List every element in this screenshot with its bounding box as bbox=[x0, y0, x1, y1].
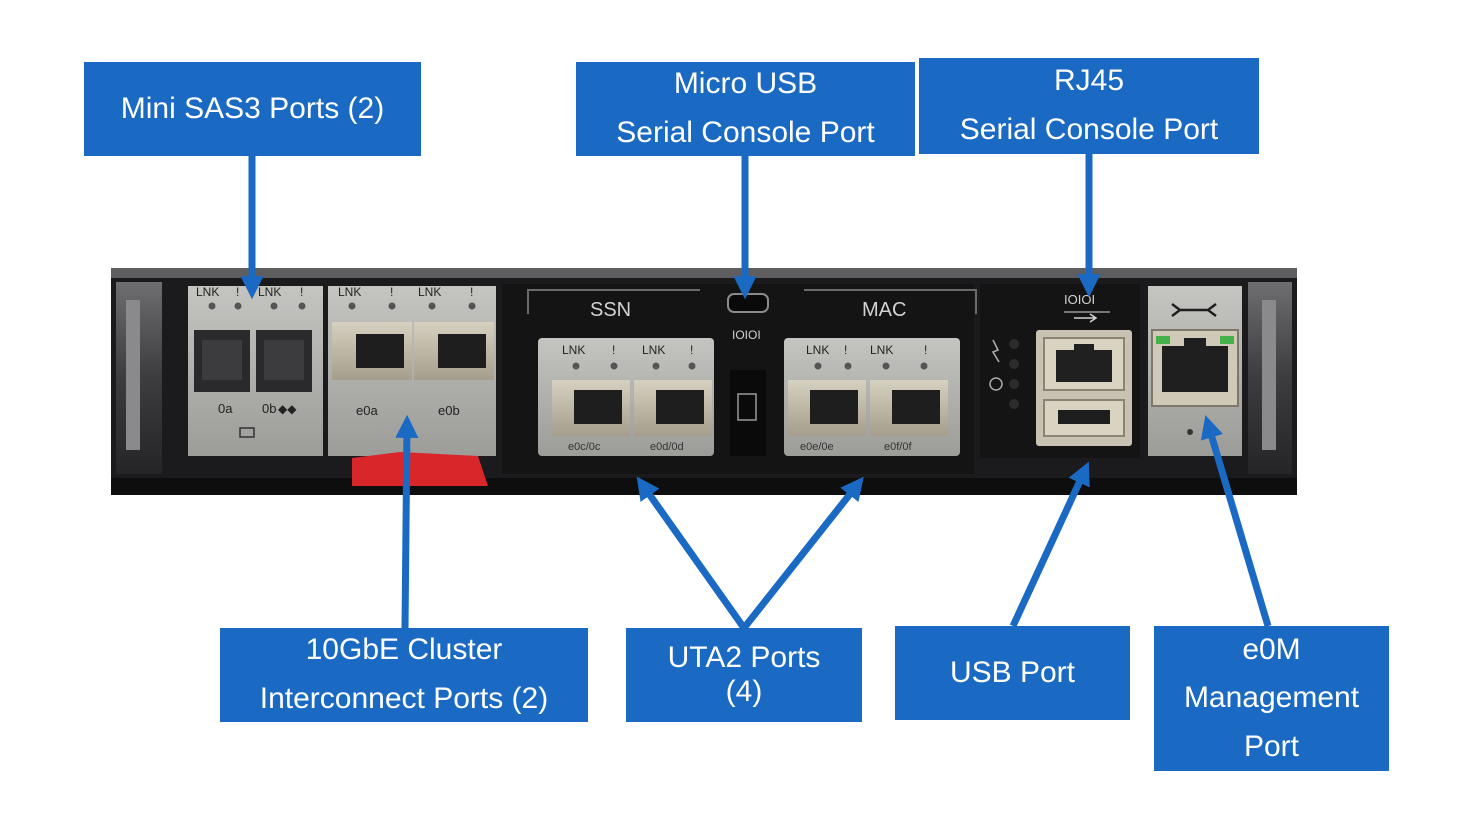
callout-line: UTA2 Ports bbox=[667, 640, 821, 674]
uta2-section: SSN MAC IOIOI LNK ! LNK ! e0c/0c e0d/0d … bbox=[502, 284, 977, 474]
uta-left-lnk-label-2: LNK bbox=[642, 343, 665, 357]
led-icon bbox=[814, 362, 822, 370]
console-usb-section: IOIOI bbox=[980, 284, 1140, 458]
cluster-lnk-label-2: LNK bbox=[418, 285, 441, 299]
callout-line: RJ45 bbox=[1053, 64, 1125, 98]
usb-symbol-icon bbox=[1074, 313, 1098, 323]
release-latch[interactable] bbox=[352, 452, 488, 486]
uta-port-label-e0d: e0d/0d bbox=[650, 441, 684, 453]
callout-line: Mini SAS3 Ports (2) bbox=[120, 91, 385, 125]
cluster-fault-label-1: ! bbox=[390, 285, 393, 299]
led-icon bbox=[572, 362, 580, 370]
wrench-icon bbox=[1171, 303, 1217, 317]
uta-right-fault-label-1: ! bbox=[844, 343, 847, 357]
cluster-lnk-label-1: LNK bbox=[338, 285, 361, 299]
led-icon bbox=[208, 302, 216, 310]
uta-right-fault-label-2: ! bbox=[924, 343, 927, 357]
callout-line: Port bbox=[1243, 729, 1300, 763]
callout-line: USB Port bbox=[949, 655, 1076, 689]
led-icon bbox=[652, 362, 660, 370]
callout-line: 10GbE Cluster bbox=[305, 633, 503, 667]
callout-mini-sas3-ports: Mini SAS3 Ports (2) bbox=[84, 62, 421, 156]
arrow-uta2-left bbox=[636, 476, 747, 631]
led-icon bbox=[688, 362, 696, 370]
callout-micro-usb-console: Micro USB Serial Console Port bbox=[576, 62, 915, 156]
console-serial-icon: IOIOI bbox=[1064, 292, 1095, 307]
uta-left-fault-label-1: ! bbox=[612, 343, 615, 357]
sas-port-bay: LNK ! LNK ! 0a 0b ◆◆ bbox=[188, 285, 323, 456]
callout-line: Serial Console Port bbox=[959, 113, 1219, 146]
sas-fault-label-2: ! bbox=[300, 285, 303, 299]
sas-port-label-0b: 0b bbox=[262, 401, 276, 416]
cluster-port-bay: LNK ! LNK ! e0a e0b bbox=[328, 285, 496, 486]
arrow-uta2-right bbox=[741, 476, 864, 631]
led-icon bbox=[388, 302, 396, 310]
attention-icon bbox=[989, 377, 1003, 391]
led-icon bbox=[428, 302, 436, 310]
arrow-e0m bbox=[1200, 415, 1272, 627]
sas-fault-label-1: ! bbox=[236, 285, 239, 299]
callout-e0m-management: e0M Management Port bbox=[1154, 626, 1389, 771]
uta-symbol-icon bbox=[737, 393, 757, 421]
callout-cluster-interconnect: 10GbE Cluster Interconnect Ports (2) bbox=[220, 628, 588, 722]
callout-uta2-ports: UTA2 Ports (4) bbox=[626, 628, 862, 722]
callout-line: e0M bbox=[1242, 632, 1301, 666]
uta-right-lnk-label-2: LNK bbox=[870, 343, 893, 357]
led-icon bbox=[882, 362, 890, 370]
led-icon bbox=[844, 362, 852, 370]
led-icon bbox=[468, 302, 476, 310]
led-icon bbox=[298, 302, 306, 310]
cluster-port-label-e0a: e0a bbox=[356, 403, 378, 418]
callout-line: Management bbox=[1183, 681, 1360, 715]
led-icon bbox=[234, 302, 242, 310]
ssn-label: SSN bbox=[590, 299, 631, 321]
led-icon bbox=[610, 362, 618, 370]
callout-rj45-console: RJ45 Serial Console Port bbox=[919, 58, 1259, 154]
uta-left-fault-label-2: ! bbox=[690, 343, 693, 357]
power-icon bbox=[991, 339, 1000, 363]
uta-port-label-e0f: e0f/0f bbox=[884, 441, 912, 453]
uta-left-lnk-label-1: LNK bbox=[562, 343, 585, 357]
cluster-fault-label-2: ! bbox=[470, 285, 473, 299]
callout-line: Interconnect Ports (2) bbox=[259, 682, 549, 715]
uta-port-label-e0c: e0c/0c bbox=[568, 441, 601, 453]
led-icon bbox=[920, 362, 928, 370]
callout-line: (4) bbox=[725, 675, 763, 708]
arrow-usb bbox=[1009, 461, 1090, 628]
arrow-cluster bbox=[395, 414, 419, 629]
sas-symbol-icon bbox=[239, 427, 255, 438]
cluster-port-label-e0b: e0b bbox=[438, 403, 460, 418]
micro-usb-port[interactable] bbox=[727, 293, 769, 313]
callout-usb-port: USB Port bbox=[895, 626, 1130, 720]
sas-lnk-label-1: LNK bbox=[196, 285, 219, 299]
ethernet-port-icon bbox=[1156, 336, 1170, 344]
uta-right-lnk-label-1: LNK bbox=[806, 343, 829, 357]
callout-arrows bbox=[240, 154, 1272, 631]
led-icon bbox=[270, 302, 278, 310]
serial-port-icon: IOIOI bbox=[732, 328, 761, 342]
sas-port-glyph: ◆◆ bbox=[278, 402, 297, 416]
callout-line: Micro USB bbox=[673, 67, 818, 101]
sas-lnk-label-2: LNK bbox=[258, 285, 281, 299]
sas-port-label-0a: 0a bbox=[218, 401, 233, 416]
uta-port-label-e0e: e0e/0e bbox=[800, 441, 834, 453]
led-icon bbox=[348, 302, 356, 310]
mac-label: MAC bbox=[862, 299, 906, 321]
callout-line: Serial Console Port bbox=[616, 116, 875, 149]
management-port-section bbox=[1148, 286, 1242, 456]
